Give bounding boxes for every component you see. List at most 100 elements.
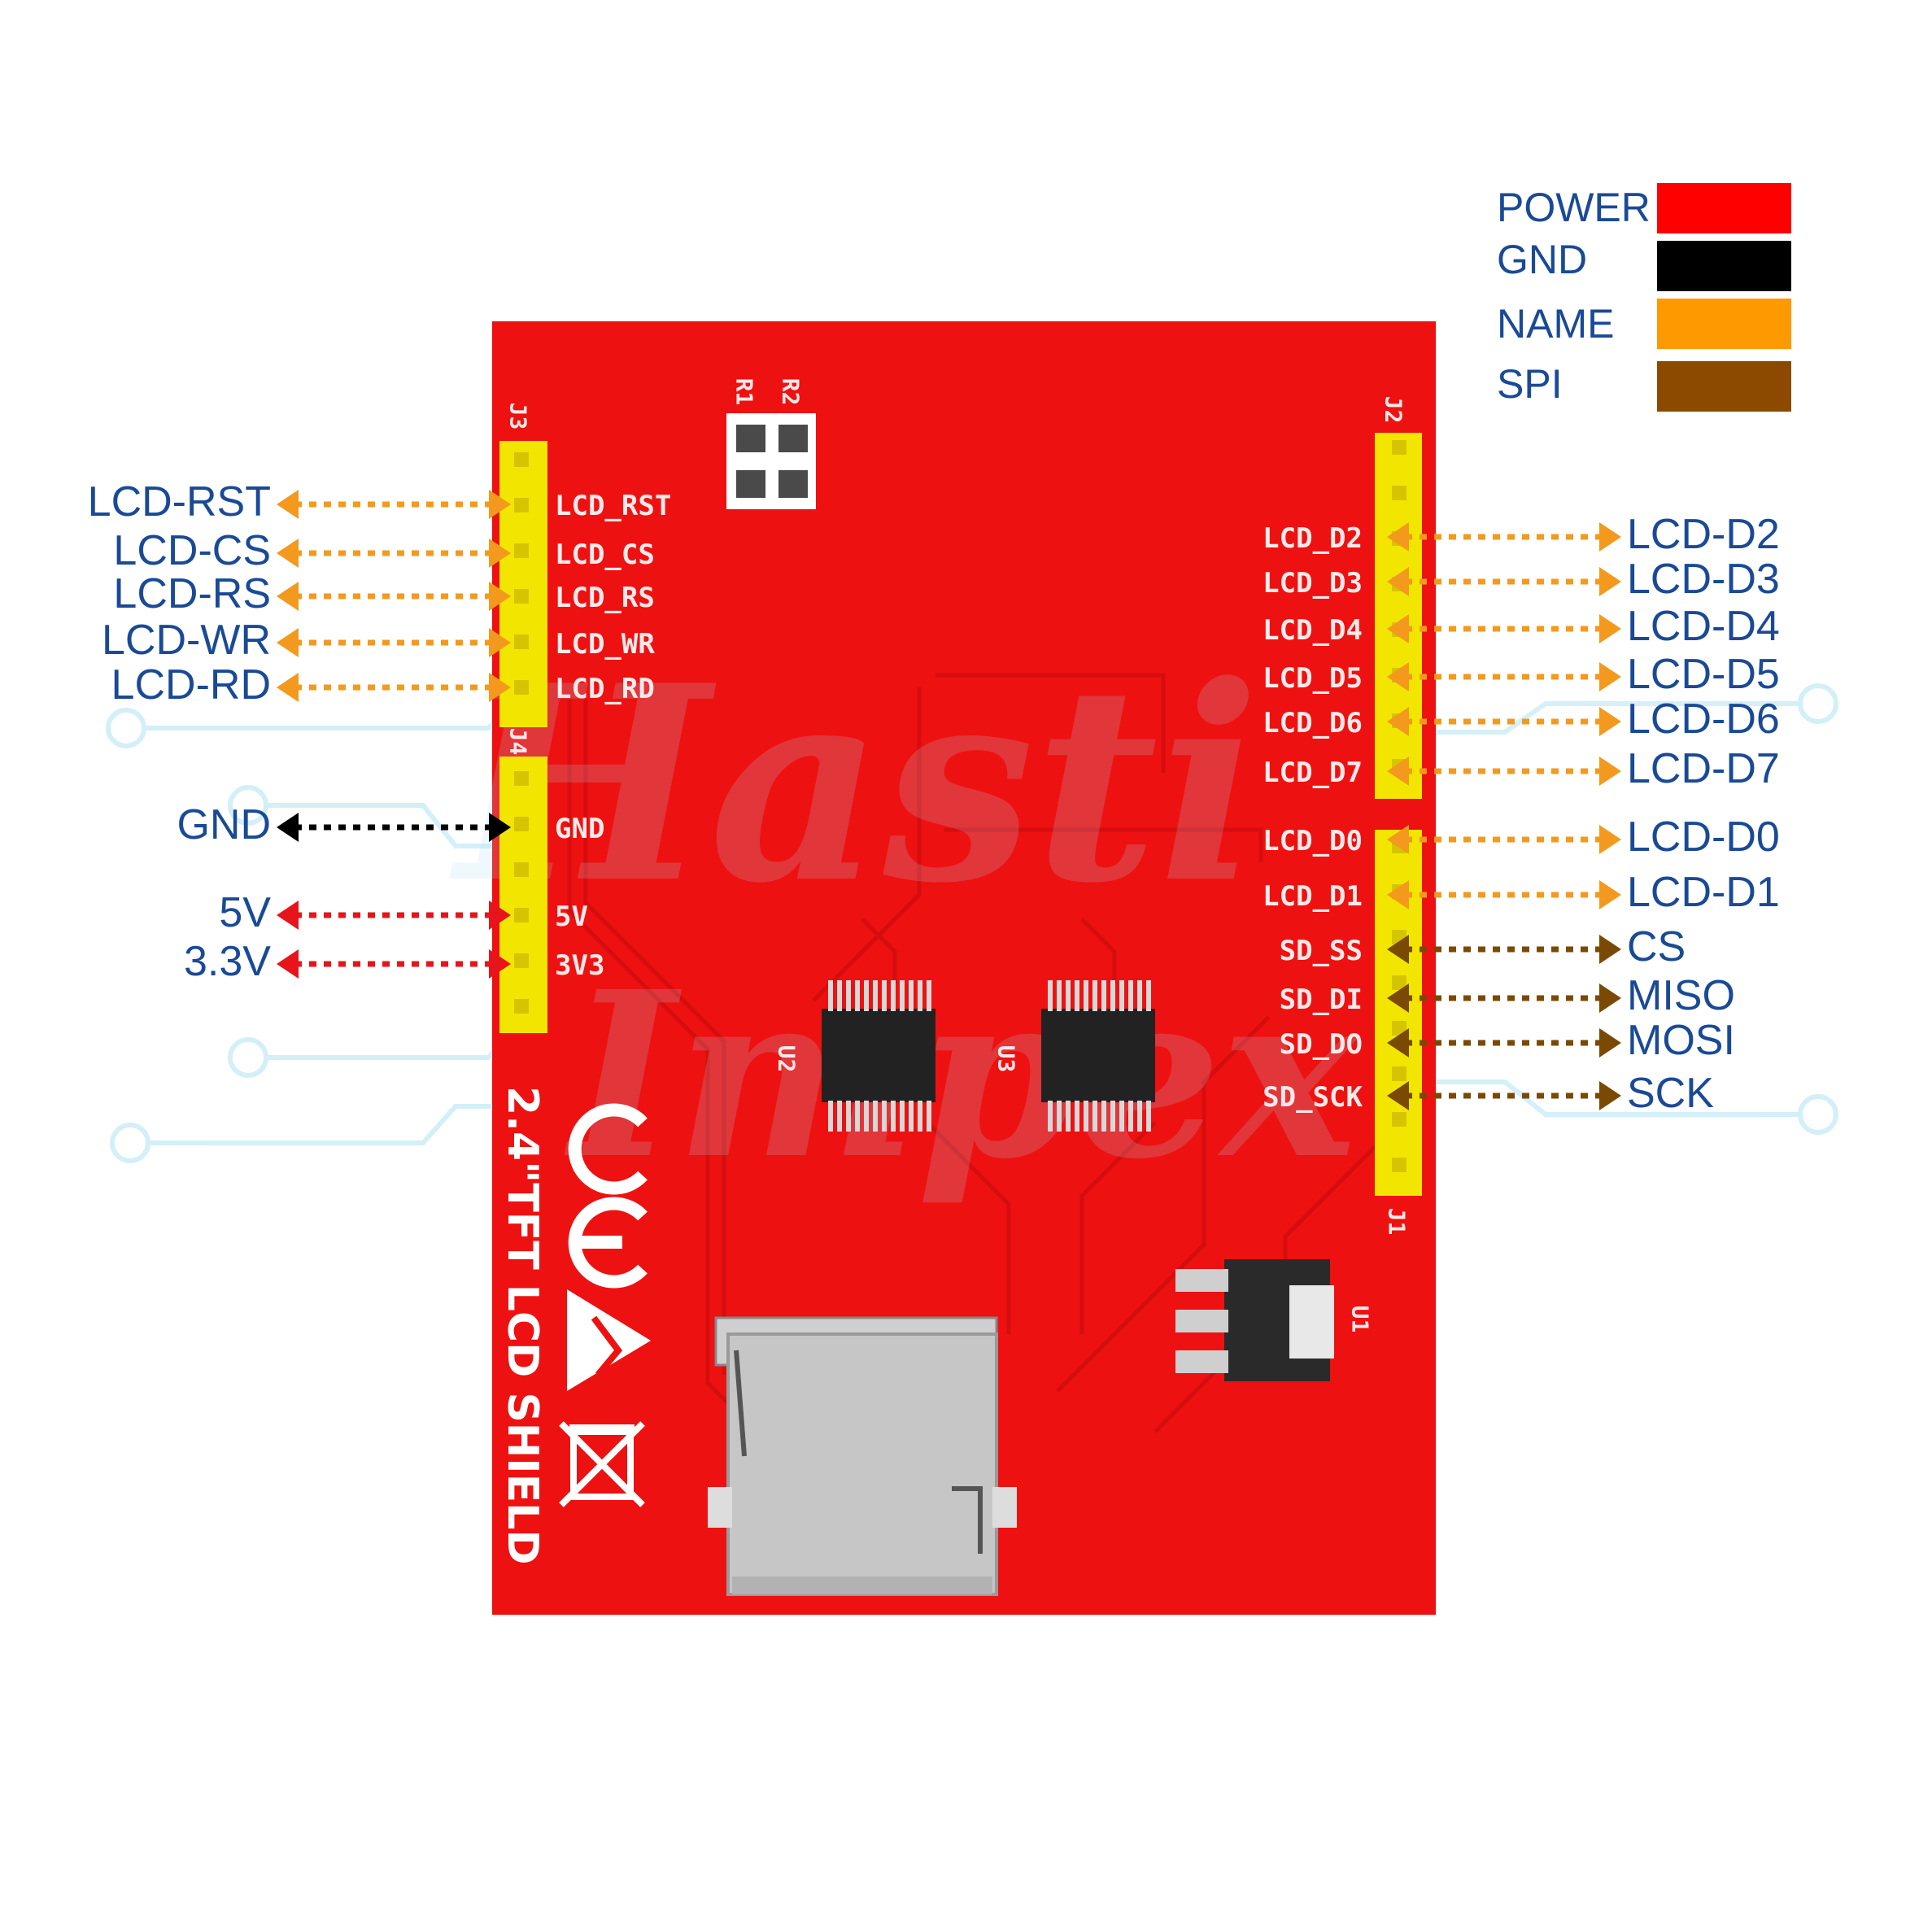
right-arrow-sd-sck xyxy=(1387,1081,1621,1110)
right-pin-silkscreen: LCD_D7 xyxy=(1263,757,1363,789)
right-pin-label: MOSI xyxy=(1627,1017,1735,1064)
header-pin xyxy=(514,862,529,877)
right-pin-label: LCD-D1 xyxy=(1627,869,1780,916)
arrow-head-left xyxy=(277,490,299,519)
arrow-head-left xyxy=(277,628,299,657)
svg-text:Impex: Impex xyxy=(562,942,1360,1210)
arrow-head-left xyxy=(1387,1028,1409,1058)
arrow-head-left xyxy=(1387,522,1409,552)
right-arrow-sd-ss xyxy=(1387,935,1621,964)
arrow-head-right xyxy=(489,539,511,568)
right-arrow-lcd-d6 xyxy=(1387,707,1621,736)
left-pin-label: LCD-RS xyxy=(113,570,271,617)
arrow-head-left xyxy=(277,582,299,611)
right-arrow-lcd-d1 xyxy=(1387,880,1621,909)
right-arrow-lcd-d5 xyxy=(1387,662,1621,691)
right-pin-silkscreen: SD_SS xyxy=(1279,935,1363,967)
arrow-head-left xyxy=(1387,707,1409,736)
left-pin-silkscreen: LCD_RD xyxy=(555,673,655,705)
left-pin-label: LCD-RD xyxy=(111,661,271,709)
watermark: Hasti Impex xyxy=(447,626,1360,1210)
right-pin-silkscreen: LCD_D0 xyxy=(1263,825,1363,857)
left-pin-label: GND xyxy=(177,801,271,848)
right-arrow-sd-di xyxy=(1387,983,1621,1013)
header-pin xyxy=(1392,486,1406,500)
arrow-head-right xyxy=(1599,662,1621,691)
arrow-head-right xyxy=(1599,825,1621,854)
right-pin-label: SCK xyxy=(1627,1070,1714,1117)
left-pin-silkscreen: 5V xyxy=(555,901,588,933)
header-pin xyxy=(514,589,529,604)
arrow-head-left xyxy=(1387,880,1409,909)
left-pin-label: 5V xyxy=(219,889,271,936)
legend-swatch-spi xyxy=(1657,361,1791,412)
left-pin-label: 3.3V xyxy=(184,938,271,985)
arrow-head-left xyxy=(277,949,299,979)
resistor-pads xyxy=(726,413,816,509)
header-pin xyxy=(514,680,529,695)
arrow-head-left xyxy=(1387,757,1409,786)
header-j3 xyxy=(499,441,547,727)
right-pin-label: LCD-D5 xyxy=(1627,651,1780,698)
right-pin-label: CS xyxy=(1627,923,1686,970)
header-pin xyxy=(1392,1066,1406,1081)
header-pin xyxy=(514,908,529,922)
right-arrow-lcd-d4 xyxy=(1387,614,1621,643)
left-arrow-gnd xyxy=(277,813,511,842)
legend-swatch-gnd xyxy=(1657,241,1791,291)
arrow-head-right xyxy=(489,673,511,702)
arrow-head-right xyxy=(1599,522,1621,552)
weee-bin-icon xyxy=(559,1421,645,1507)
left-arrow-lcd-rs xyxy=(277,582,511,611)
right-pin-label: LCD-D3 xyxy=(1627,556,1780,603)
header-pin xyxy=(1392,440,1406,455)
arrow-head-right xyxy=(489,949,511,979)
right-pin-label: LCD-D7 xyxy=(1627,745,1780,792)
chip-u2 xyxy=(822,980,935,1132)
right-pin-label: LCD-D2 xyxy=(1627,511,1780,558)
left-arrow-lcd-wr xyxy=(277,628,511,657)
header-pin xyxy=(514,953,529,968)
left-pin-silkscreen: LCD_WR xyxy=(555,628,655,661)
left-pin-silkscreen: LCD_RS xyxy=(555,582,655,614)
right-pin-silkscreen: LCD_D5 xyxy=(1263,662,1363,695)
legend-label-spi: SPI xyxy=(1497,361,1563,407)
right-pin-silkscreen: LCD_D6 xyxy=(1263,707,1363,739)
esd-warning-icon xyxy=(567,1289,651,1391)
header-pin xyxy=(1392,1021,1406,1036)
arrow-head-right xyxy=(1599,567,1621,596)
arrow-head-left xyxy=(277,813,299,842)
arrow-head-right xyxy=(489,813,511,842)
arrow-head-left xyxy=(1387,983,1409,1013)
arrow-head-right xyxy=(1599,1028,1621,1058)
left-pin-silkscreen: GND xyxy=(555,813,605,845)
arrow-head-left xyxy=(1387,935,1409,964)
header-pin xyxy=(1392,1158,1406,1172)
right-arrow-lcd-d2 xyxy=(1387,522,1621,552)
regulator-u1 xyxy=(1175,1259,1334,1381)
arrow-head-left xyxy=(1387,825,1409,854)
arrow-head-left xyxy=(1387,662,1409,691)
header-pin xyxy=(1392,975,1406,990)
right-pin-silkscreen: LCD_D2 xyxy=(1263,522,1363,555)
left-pin-silkscreen: LCD_CS xyxy=(555,539,655,571)
arrow-head-right xyxy=(489,628,511,657)
legend-label-gnd: GND xyxy=(1497,237,1588,282)
arrow-head-left xyxy=(1387,1081,1409,1110)
arrow-head-right xyxy=(1599,983,1621,1013)
arrow-head-right xyxy=(489,582,511,611)
arrow-head-left xyxy=(277,901,299,930)
right-pin-silkscreen: LCD_D1 xyxy=(1263,880,1363,913)
legend-swatch-power xyxy=(1657,183,1791,233)
header-pin xyxy=(514,771,529,786)
arrow-head-right xyxy=(1599,935,1621,964)
left-arrow-5v xyxy=(277,901,511,930)
left-pin-label: LCD-CS xyxy=(113,527,271,574)
left-pin-silkscreen: 3V3 xyxy=(555,949,605,982)
header-pin xyxy=(514,498,529,512)
header-pin xyxy=(514,817,529,831)
right-pin-silkscreen: SD_DO xyxy=(1279,1028,1363,1061)
ce-mark xyxy=(568,1103,648,1289)
left-arrow-3v3 xyxy=(277,949,511,979)
right-arrow-sd-do xyxy=(1387,1028,1621,1058)
